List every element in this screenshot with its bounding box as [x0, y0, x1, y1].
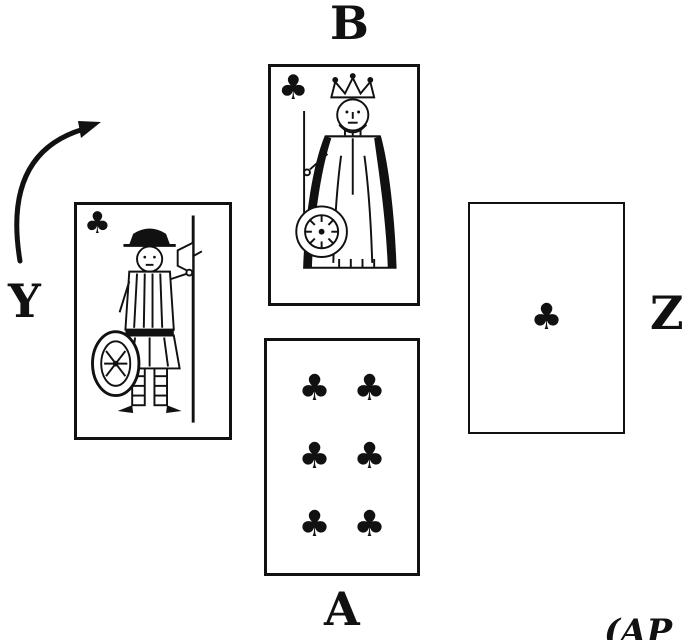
club-pip-icon: ♣ [298, 368, 331, 409]
club-corner-pip-icon: ♣ [84, 206, 111, 241]
card-king-of-clubs: ♣ [268, 64, 420, 306]
card-six-of-clubs: ♣ ♣ ♣ ♣ ♣ ♣ [264, 338, 420, 576]
club-pip-icon: ♣ [353, 504, 386, 545]
play-direction-arrow-icon [14, 121, 101, 264]
club-pip-icon: ♣ [353, 436, 386, 477]
label-seat-a: A [324, 582, 360, 636]
jack-figure-art [91, 215, 203, 423]
club-pip-icon: ♣ [298, 436, 331, 477]
label-seat-b: B [330, 0, 369, 50]
cropped-caption-fragment: (AP [604, 612, 673, 640]
card-ace-of-clubs: ♣ [468, 202, 625, 434]
club-pip-icon: ♣ [353, 368, 386, 409]
card-jack-of-clubs: ♣ [74, 202, 232, 440]
label-seat-y: Y [8, 274, 41, 328]
label-seat-z: Z [650, 286, 684, 340]
king-figure-art [295, 73, 397, 269]
club-pip-icon: ♣ [530, 297, 563, 338]
club-pip-icon: ♣ [298, 504, 331, 545]
club-corner-pip-icon: ♣ [278, 68, 309, 108]
six-pip-grid: ♣ ♣ ♣ ♣ ♣ ♣ [267, 341, 417, 573]
